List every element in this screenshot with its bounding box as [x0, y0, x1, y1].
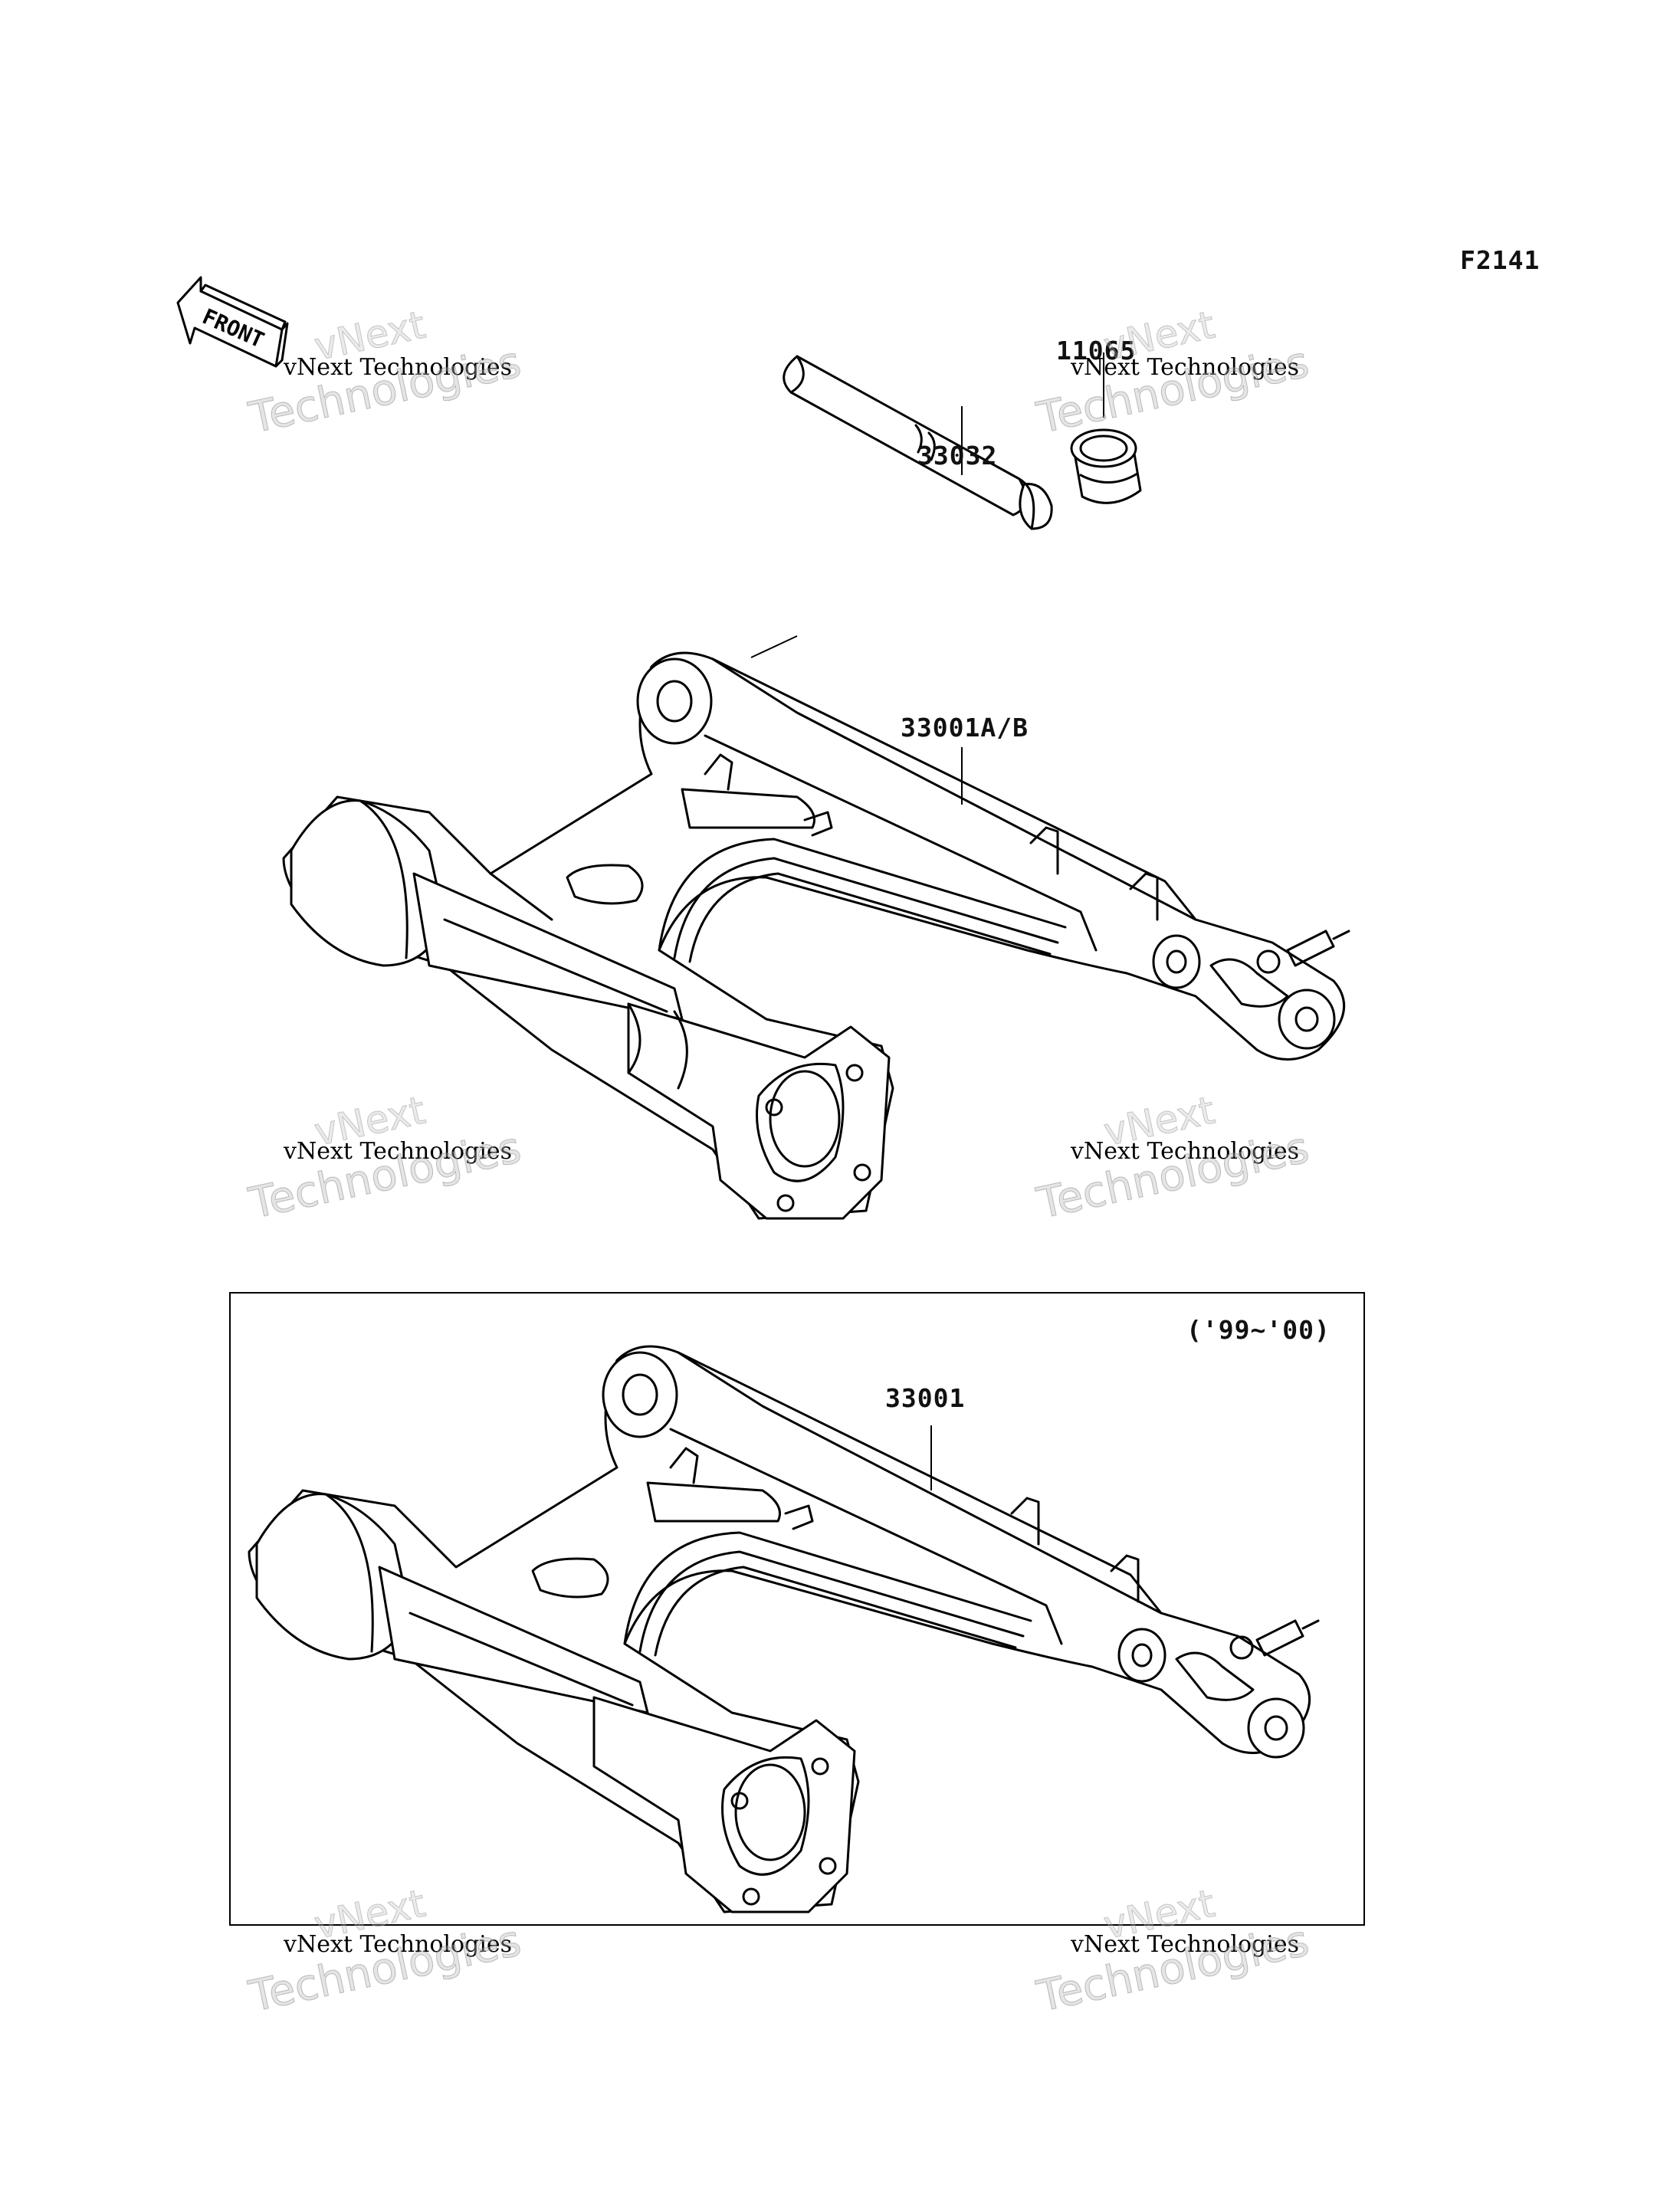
collar-part: [1070, 353, 1142, 504]
pivot-shaft-part: [750, 355, 1053, 658]
diagram-code: F2141: [1460, 245, 1541, 275]
part-label-swingarm-main: 33001A/B: [901, 713, 1029, 743]
inset-year-range: ('99~'00): [1186, 1315, 1331, 1345]
swingarm-main: [282, 651, 1350, 1220]
part-label-pivot-shaft: 33032: [917, 441, 998, 471]
inset-frame: [229, 1292, 1365, 1926]
part-label-collar: 11065: [1056, 336, 1137, 366]
front-arrow-icon: FRONT: [176, 276, 289, 368]
swingarm-inset: [248, 1345, 1320, 1913]
part-label-swingarm-inset: 33001: [885, 1383, 966, 1413]
